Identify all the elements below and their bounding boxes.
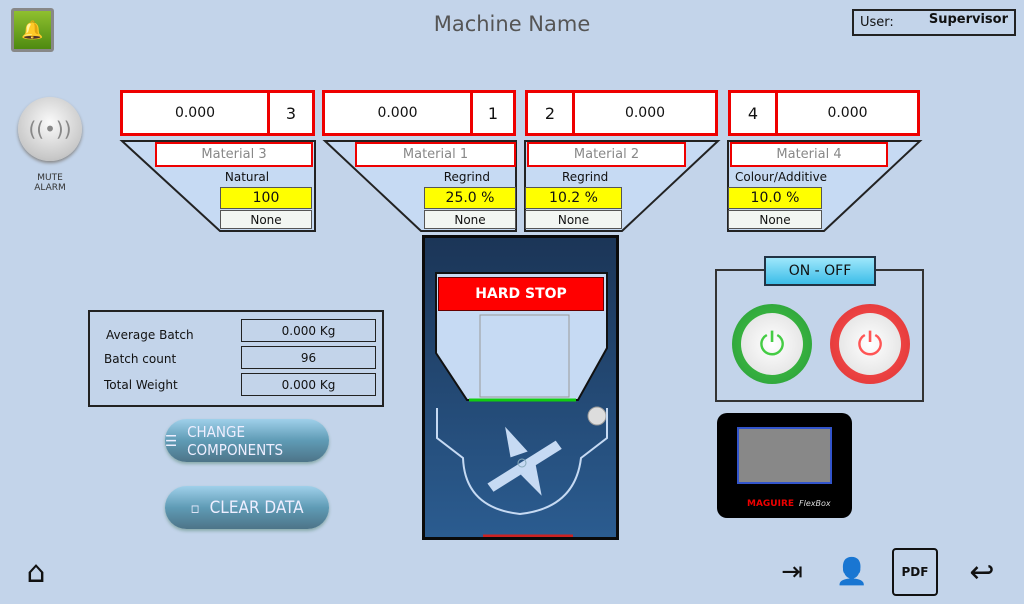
hopper-2-material[interactable]: Material 2 (527, 142, 686, 167)
hopper-3-material[interactable]: Material 3 (155, 142, 313, 167)
logout-icon[interactable]: ⇥ (781, 557, 803, 587)
hopper-1-setpoint[interactable]: 25.0 % (424, 187, 516, 209)
blender-diagram: HARD STOP (422, 235, 619, 540)
page-title: Machine Name (433, 12, 591, 36)
hopper-3-number: 3 (267, 90, 315, 136)
alarm-wave-icon: ((•)) (28, 117, 72, 141)
hopper-2-setpoint[interactable]: 10.2 % (525, 187, 622, 209)
hopper-2-mode[interactable]: None (525, 210, 622, 229)
change-components-button[interactable]: ☰ CHANGE COMPONENTS (165, 419, 329, 462)
pdf-icon[interactable]: PDF (892, 548, 938, 596)
user-display[interactable]: User: Supervisor (852, 9, 1016, 36)
power-icon: ⏻ (839, 313, 901, 375)
hopper-3-weight: 0.000 (120, 90, 270, 136)
total-weight-label: Total Weight (104, 378, 178, 392)
user-value: Supervisor (928, 12, 1008, 27)
back-icon[interactable]: ↩ (969, 554, 995, 590)
power-panel: ⏻ ⏻ (715, 269, 924, 402)
hopper-2-number: 2 (525, 90, 575, 136)
power-icon: ⏻ (741, 313, 803, 375)
user-label: User: (860, 15, 894, 30)
sliders-icon: ☰ (165, 431, 178, 450)
hopper-4-setpoint[interactable]: 10.0 % (728, 187, 822, 209)
hopper-3-mode[interactable]: None (220, 210, 312, 229)
brand-logo: MAGUIRE (747, 499, 795, 509)
home-icon[interactable]: ⌂ (26, 554, 46, 590)
controller-screen (737, 427, 832, 484)
batch-stats-panel: Average Batch 0.000 Kg Batch count 96 To… (88, 310, 384, 407)
hopper-1-weight: 0.000 (322, 90, 473, 136)
hopper-2-weight: 0.000 (572, 90, 718, 136)
flexbox-controller-image[interactable]: MAGUIRE FlexBox (717, 413, 852, 518)
hard-stop-status[interactable]: HARD STOP (438, 277, 604, 311)
average-batch-value: 0.000 Kg (241, 319, 376, 342)
bell-icon: 🔔 (14, 11, 51, 49)
change-components-label: CHANGE COMPONENTS (187, 422, 284, 459)
batch-count-value: 96 (241, 346, 376, 369)
hopper-1-material[interactable]: Material 1 (355, 142, 516, 167)
user-lock-icon[interactable]: 👤 (835, 557, 869, 587)
hopper-1-mode[interactable]: None (424, 210, 516, 229)
clear-data-button[interactable]: ▫ CLEAR DATA (165, 486, 329, 529)
hopper-3-setpoint[interactable]: 100 (220, 187, 312, 209)
mute-alarm-button[interactable]: ((•)) (18, 97, 82, 161)
average-batch-label: Average Batch (106, 328, 194, 342)
hopper-4-type: Colour/Additive (735, 170, 828, 184)
on-off-title: ON - OFF (764, 256, 876, 286)
total-weight-value: 0.000 Kg (241, 373, 376, 396)
hopper-2-type: Regrind (562, 170, 609, 184)
hopper-1-number: 1 (470, 90, 516, 136)
hopper-1-type: Regrind (443, 170, 490, 184)
hopper-4-material[interactable]: Material 4 (730, 142, 888, 167)
hopper-4-number: 4 (728, 90, 778, 136)
batch-count-label: Batch count (104, 352, 177, 366)
power-off-button[interactable]: ⏻ (830, 304, 910, 384)
model-logo: FlexBox (799, 499, 831, 508)
hopper-3-type: Natural (224, 170, 270, 184)
trash-icon: ▫ (190, 498, 200, 517)
power-on-button[interactable]: ⏻ (732, 304, 812, 384)
alarm-indicator-button[interactable]: 🔔 (11, 8, 54, 52)
hopper-4-weight: 0.000 (775, 90, 920, 136)
hopper-4-mode[interactable]: None (728, 210, 822, 229)
clear-data-label: CLEAR DATA (209, 497, 304, 518)
